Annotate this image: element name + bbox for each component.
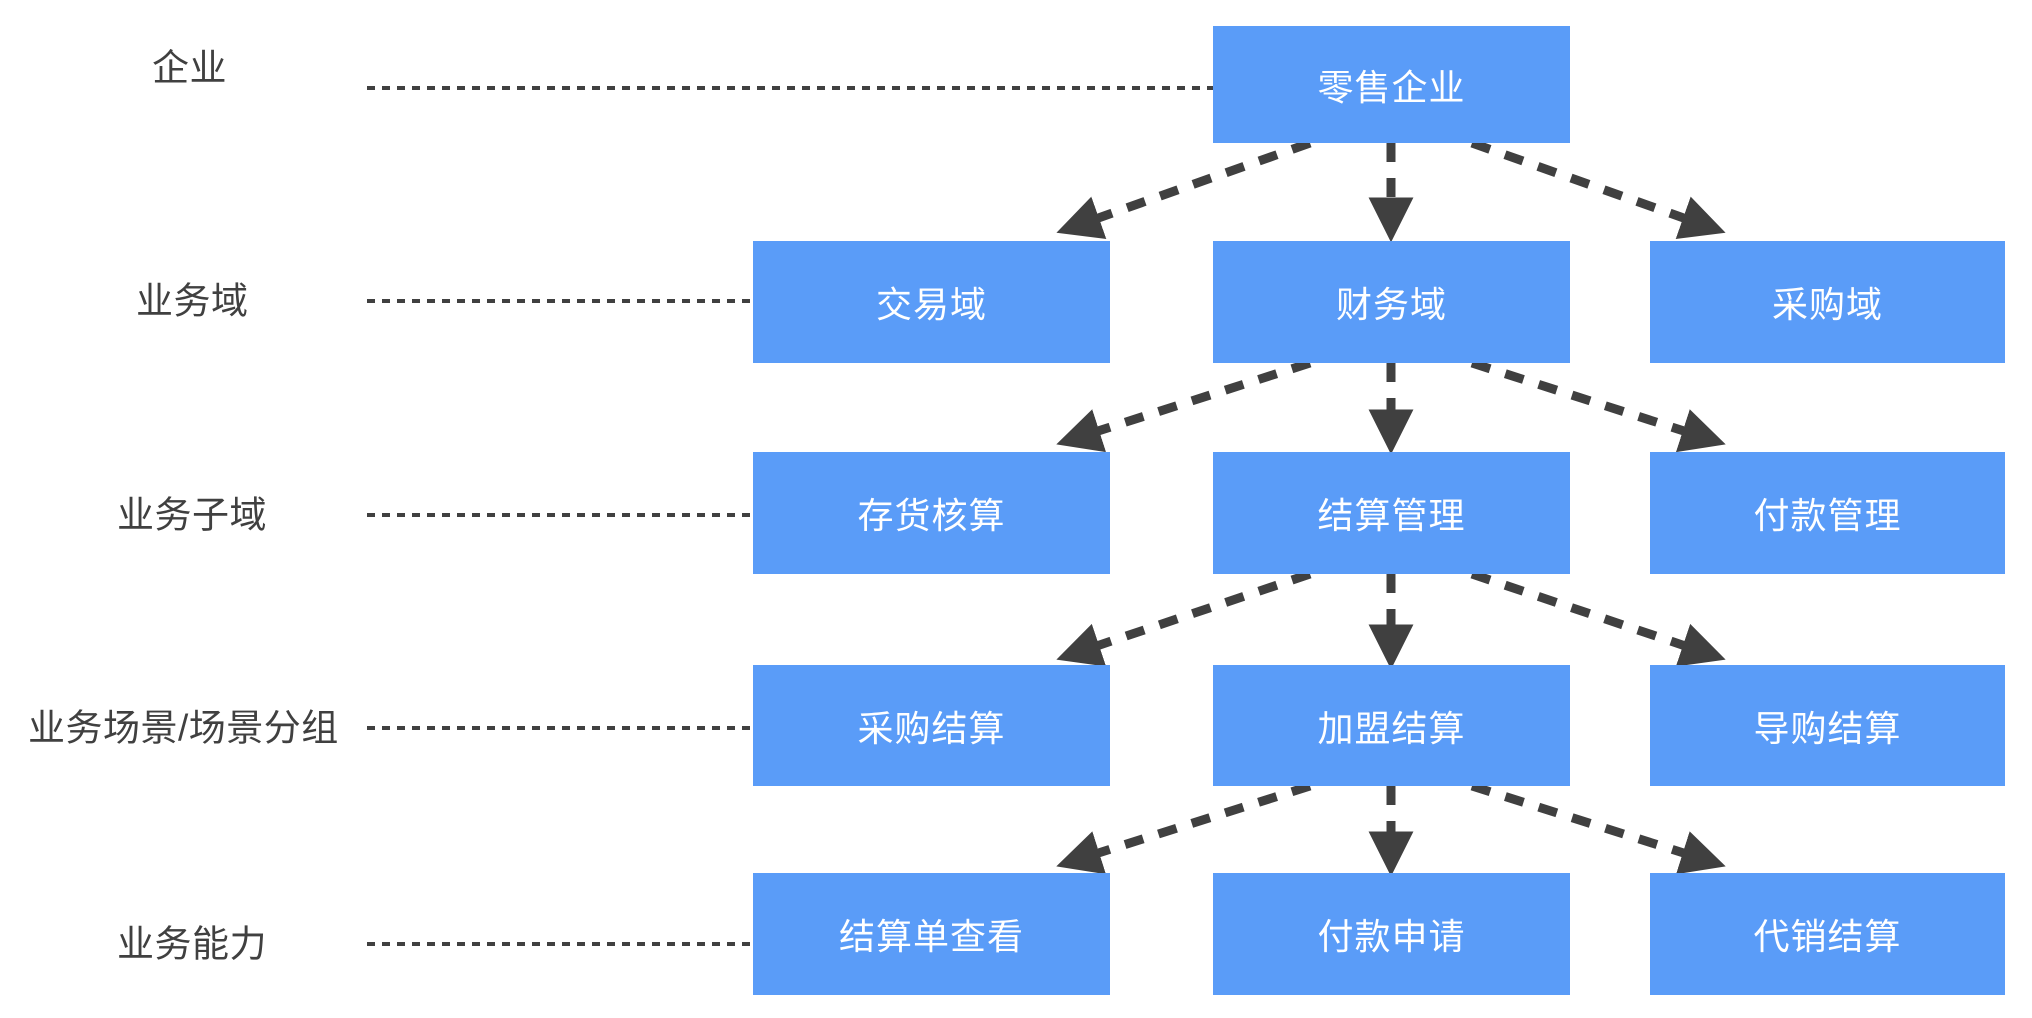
edge-settlement-to-guide xyxy=(1470,569,1726,667)
node-consignment-settlement[interactable]: 代销结算 xyxy=(1650,873,2005,995)
node-transaction-domain[interactable]: 交易域 xyxy=(753,241,1110,363)
node-finance-domain[interactable]: 财务域 xyxy=(1213,241,1570,363)
node-payment-management[interactable]: 付款管理 xyxy=(1650,452,2005,574)
edge-settlement-to-purchase xyxy=(1056,569,1312,667)
edge-finance-to-payment xyxy=(1470,358,1726,453)
edge-franchise-to-consign xyxy=(1470,781,1726,875)
node-franchise-settlement[interactable]: 加盟结算 xyxy=(1213,665,1570,786)
level-label-business-capability: 业务能力 xyxy=(117,923,267,965)
leader-line-business-domain xyxy=(367,299,755,303)
level-label-business-subdomain: 业务子域 xyxy=(117,494,267,536)
level-label-enterprise: 企业 xyxy=(152,47,227,89)
node-purchase-settlement[interactable]: 采购结算 xyxy=(753,665,1110,786)
node-settlement-management[interactable]: 结算管理 xyxy=(1213,452,1570,574)
node-inventory-accounting[interactable]: 存货核算 xyxy=(753,452,1110,574)
level-label-business-domain: 业务域 xyxy=(136,280,249,322)
leader-line-business-scenario xyxy=(367,726,755,730)
node-retail-enterprise[interactable]: 零售企业 xyxy=(1213,26,1570,143)
node-guide-settlement[interactable]: 导购结算 xyxy=(1650,665,2005,786)
node-settlement-bill-view[interactable]: 结算单查看 xyxy=(753,873,1110,995)
edge-retail-to-transaction xyxy=(1056,138,1312,239)
level-label-business-scenario: 业务场景/场景分组 xyxy=(28,707,339,749)
node-payment-application[interactable]: 付款申请 xyxy=(1213,873,1570,995)
leader-line-business-capability xyxy=(367,942,755,946)
leader-line-business-subdomain xyxy=(367,513,755,517)
edge-retail-to-procurement xyxy=(1470,138,1726,239)
node-procurement-domain[interactable]: 采购域 xyxy=(1650,241,2005,363)
edge-franchise-to-view xyxy=(1056,781,1312,875)
edge-finance-to-inventory xyxy=(1056,358,1312,453)
leader-line-enterprise xyxy=(367,86,1215,90)
